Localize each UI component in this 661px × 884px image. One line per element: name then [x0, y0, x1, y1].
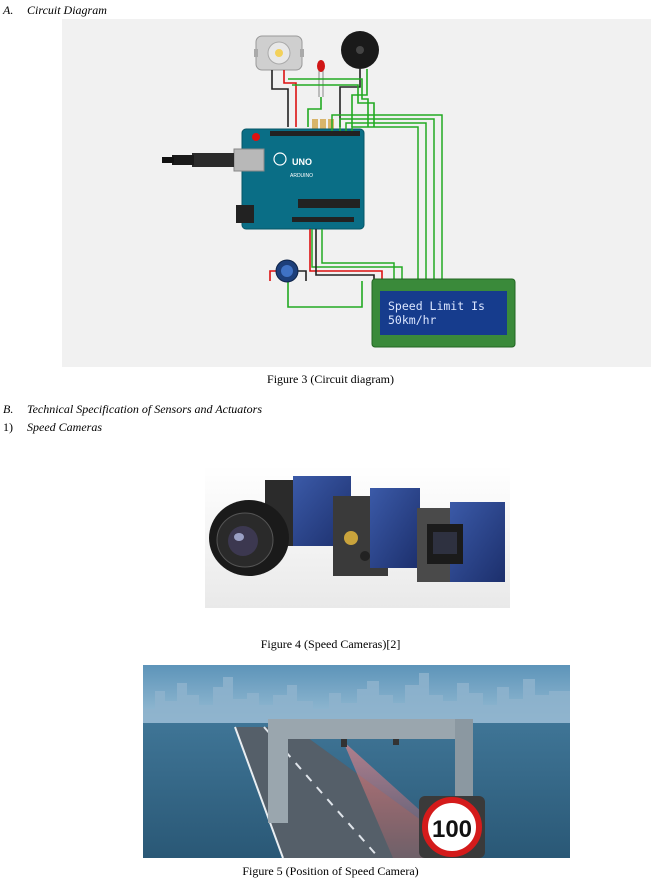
speed-limit-sign-value: 100 — [432, 816, 472, 843]
camera-gantry — [268, 719, 473, 823]
section-a-title: Circuit Diagram — [27, 3, 107, 17]
speed-cameras-figure — [205, 466, 510, 608]
buzzer-icon — [341, 31, 379, 69]
subsection-1-heading: 1) Speed Cameras — [3, 420, 102, 435]
dc-motor-icon — [254, 35, 304, 71]
section-b-title: Technical Specification of Sensors and A… — [27, 402, 262, 416]
power-wires — [269, 229, 383, 308]
circuit-diagram: UNO ARDUINO — [162, 31, 516, 348]
speed-cameras-photo — [205, 466, 510, 608]
figure-5-caption: Figure 5 (Position of Speed Camera) — [242, 864, 419, 878]
red-led-icon — [317, 60, 325, 97]
usb-cable-icon — [162, 153, 234, 167]
potentiometer-icon — [275, 259, 299, 283]
board-name-label: ARDUINO — [290, 173, 313, 179]
lcd-data-wires — [311, 114, 443, 281]
section-a-heading: A. Circuit Diagram — [3, 3, 107, 18]
subsection-1-title: Speed Cameras — [27, 420, 102, 434]
road-scene-illustration: 100 — [143, 665, 570, 858]
city-skyline — [143, 673, 570, 725]
board-brand-label: UNO — [292, 157, 312, 167]
figure-3-caption: Figure 3 (Circuit diagram) — [267, 372, 394, 386]
figure-4-caption: Figure 4 (Speed Cameras)[2] — [260, 637, 401, 651]
lcd-display: Speed Limit Is 50km/hr — [371, 278, 516, 348]
camera-body-icon — [333, 488, 420, 576]
section-b-label: B. — [3, 402, 14, 416]
lcd-line-1: Speed Limit Is — [388, 299, 485, 313]
speed-limit-sign: 100 — [419, 796, 485, 858]
camera-sensor-icon — [417, 502, 505, 582]
resistors — [312, 119, 334, 133]
section-b-heading: B. Technical Specification of Sensors and… — [3, 402, 262, 417]
section-a-label: A. — [3, 3, 14, 17]
top-wires — [271, 69, 375, 127]
lcd-line-2: 50km/hr — [388, 313, 437, 327]
subsection-1-label: 1) — [3, 420, 13, 434]
circuit-diagram-figure: UNO ARDUINO — [62, 19, 651, 367]
arduino-board: UNO ARDUINO — [233, 128, 365, 230]
speed-camera-position-figure: 100 — [143, 665, 570, 858]
